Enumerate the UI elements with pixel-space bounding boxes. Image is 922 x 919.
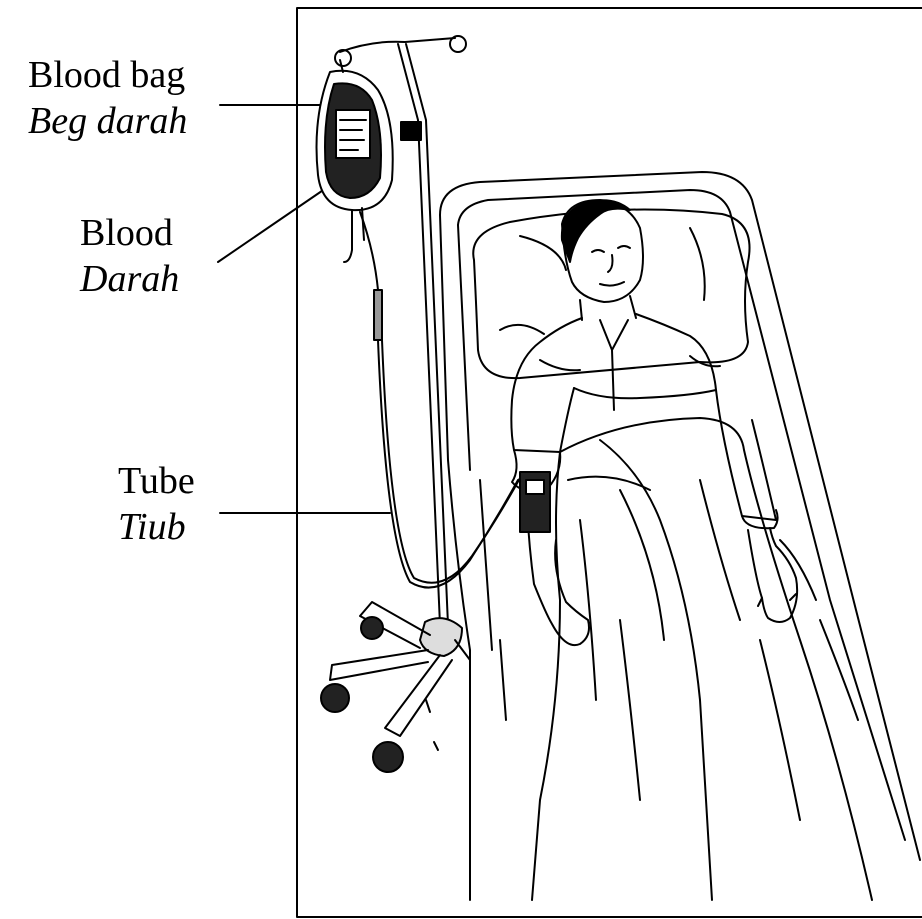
blood-leader-line [218, 182, 335, 262]
iv-stand-left-ring [335, 50, 351, 66]
iv-stand-wheels [321, 617, 403, 772]
patient-head [562, 200, 643, 320]
iv-stand-clamp [401, 122, 421, 140]
iv-stand-base [330, 602, 470, 736]
patient-left-arm [512, 450, 589, 645]
infusion-tube [360, 212, 520, 588]
hospital-bed [440, 172, 920, 900]
bed-sheet [532, 418, 872, 900]
iv-stand-right-ring [450, 36, 466, 52]
blood-bag [317, 60, 393, 262]
